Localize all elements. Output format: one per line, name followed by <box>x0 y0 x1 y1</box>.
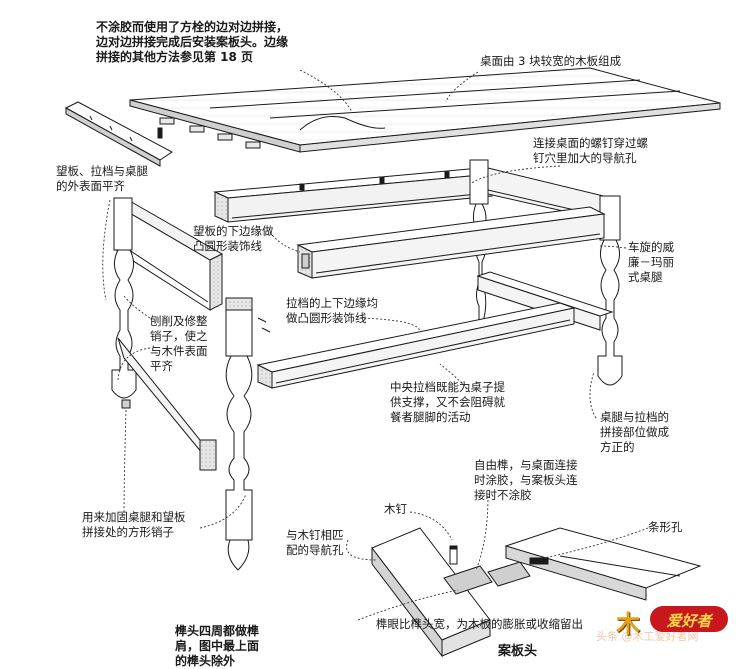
wood-nail-label: 木钉 <box>384 502 407 516</box>
back-apron <box>213 167 494 223</box>
tenon-note-label: 榫头四周都做榫 肩，图中最上面 的榫头除外 <box>175 624 260 668</box>
table-top <box>129 67 721 153</box>
loose-tenon-detail <box>443 565 493 595</box>
breadboard-joint-detail <box>371 527 702 658</box>
turned-leg-label: 车旋的威 廉－玛丽 式桌腿 <box>628 240 674 284</box>
faint-watermark: 头条 @木工爱好者网 <box>596 630 699 643</box>
slot-label: 条形孔 <box>648 520 683 534</box>
top-boards-label: 桌面由 3 块较宽的木板组成 <box>480 54 622 68</box>
stretcher-bead-label: 拉档的上下边缘均 做凸圆形装饰线 <box>286 296 378 325</box>
left-end-apron <box>114 199 224 311</box>
loose-tenons <box>159 117 261 149</box>
logo-mark: 木 <box>616 610 640 638</box>
flush-surfaces-label: 望板、拉档与桌腿 的外表面平齐 <box>56 164 148 193</box>
site-logo: 木 爱好者 <box>612 604 730 638</box>
left-stretcher <box>117 337 217 471</box>
leader-lines <box>102 69 649 621</box>
mortise-width-label: 榫眼比榫头宽，为木板的膨胀或收缩留出 <box>376 617 583 631</box>
square-pins-label: 用来加固桌腿和望板 拼接处的方形销子 <box>82 510 186 539</box>
pin-trim-label: 刨削及修整 销子，使之 与木件表面 平齐 <box>150 314 208 373</box>
note-top-label: 不涂胶而使用了方栓的边对边拼接， 边对边拼接完成后安装案板头。边缘 拼接的其他方… <box>96 20 289 64</box>
center-stretcher <box>256 302 576 389</box>
square-pin <box>121 399 131 409</box>
pilot-hole-label: 与木钉相匹 配的导航孔 <box>286 528 344 557</box>
center-stretcher-label: 中央拉档既能为桌子提 供支撑，又不会阻碍就 餐者腿脚的活动 <box>390 380 505 424</box>
front-apron <box>296 206 606 279</box>
free-tenon-label: 自由榫，与桌面连接 时涂胶，与案板头连 接时不涂胶 <box>474 458 578 502</box>
left-front-leg <box>111 197 137 399</box>
leg-joint-label: 桌腿与拉档的 拼接部位做成 方正的 <box>600 410 669 454</box>
logo-text: 爱好者 <box>666 612 712 630</box>
front-center-leg <box>225 297 271 571</box>
breadboard-end-piece <box>64 101 173 167</box>
breadboard-end-caption: 案板头 <box>498 644 538 659</box>
screws-label: 连接桌面的螺钉穿过螺 钉穴里加大的导航孔 <box>533 136 648 165</box>
apron-bead-label: 望板的下边缘做 凸圆形装饰线 <box>193 224 274 253</box>
